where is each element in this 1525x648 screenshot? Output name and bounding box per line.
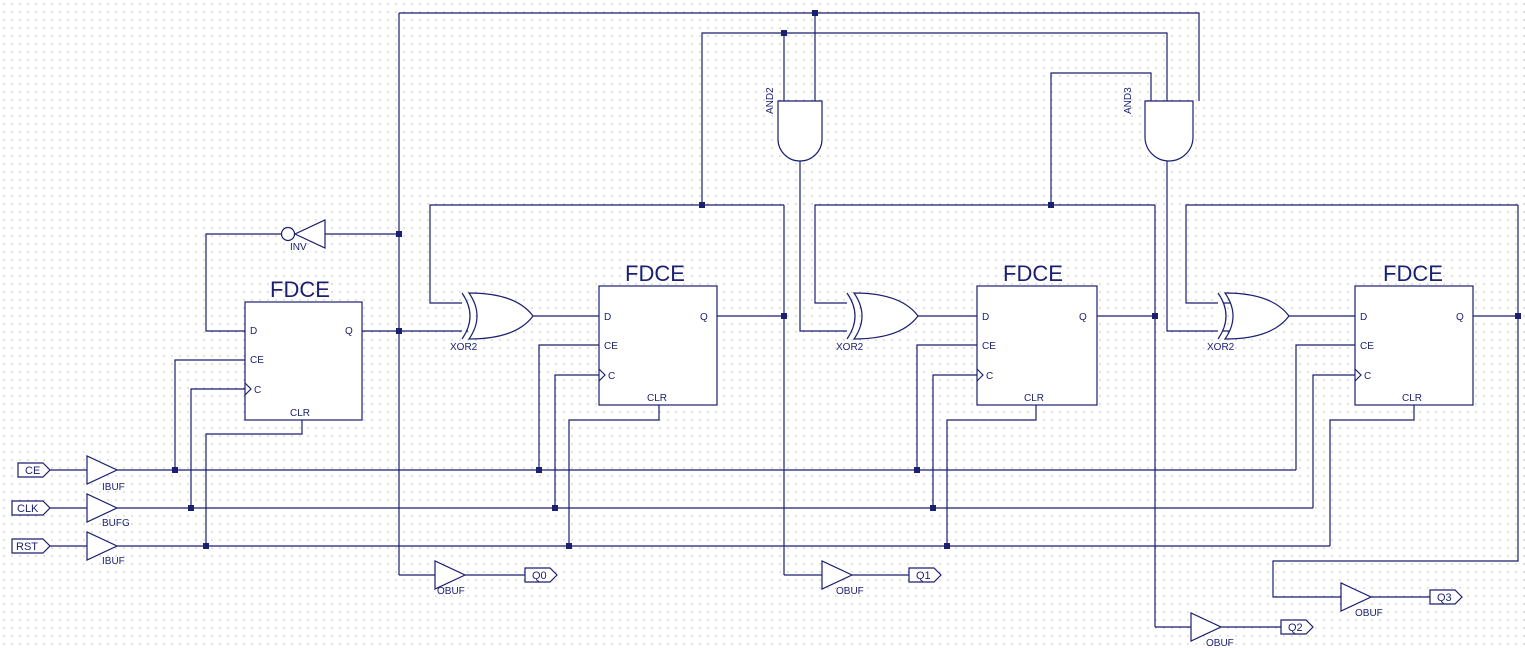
obuf-q2[interactable]: OBUF bbox=[1190, 612, 1234, 648]
fdce-flipflop-2[interactable]: FDCE D CE C Q CLR bbox=[976, 261, 1098, 406]
fdce-1-pin-d: D bbox=[604, 312, 611, 323]
bufg-clk-label: BUFG bbox=[102, 518, 130, 529]
obuf-q0[interactable]: OBUF bbox=[434, 560, 467, 597]
xor-gate-2-label: XOR2 bbox=[836, 342, 864, 353]
xor-gate-3[interactable]: XOR2 bbox=[1207, 292, 1290, 353]
fdce-1-pin-clr: CLR bbox=[647, 393, 667, 404]
and2-gate[interactable]: AND2 bbox=[765, 87, 823, 162]
wires bbox=[50, 12, 1519, 628]
fdce-0-title: FDCE bbox=[270, 277, 330, 302]
fdce-1-pin-c: C bbox=[608, 371, 615, 382]
ibuf-ce-label: IBUF bbox=[102, 482, 125, 493]
xor-gate-3-label: XOR2 bbox=[1207, 342, 1235, 353]
junction-dots bbox=[172, 10, 1521, 549]
output-port-q0-label: Q0 bbox=[532, 570, 547, 582]
input-port-ce[interactable]: CE bbox=[17, 462, 51, 478]
obuf-q1[interactable]: OBUF bbox=[821, 560, 864, 597]
fdce-flipflop-1[interactable]: FDCE D CE C Q CLR bbox=[598, 261, 718, 406]
obuf-q3[interactable]: OBUF bbox=[1340, 582, 1383, 619]
xor-gate-2[interactable]: XOR2 bbox=[836, 292, 919, 353]
fdce-flipflop-0[interactable]: FDCE D CE C Q CLR bbox=[244, 277, 363, 421]
fdce-3-pin-clr: CLR bbox=[1402, 393, 1422, 404]
fdce-1-pin-ce: CE bbox=[604, 341, 618, 352]
ibuf-rst[interactable]: IBUF bbox=[86, 531, 125, 567]
output-port-q2-label: Q2 bbox=[1288, 622, 1303, 634]
xor-gate-1-label: XOR2 bbox=[450, 342, 478, 353]
input-port-rst[interactable]: RST bbox=[11, 538, 51, 554]
and3-gate-label: AND3 bbox=[1123, 87, 1134, 114]
fdce-2-title: FDCE bbox=[1003, 261, 1063, 286]
output-port-q1-label: Q1 bbox=[916, 570, 931, 582]
fdce-2-pin-clr: CLR bbox=[1024, 393, 1044, 404]
output-port-q3[interactable]: Q3 bbox=[1429, 589, 1463, 605]
fdce-2-pin-c: C bbox=[986, 371, 993, 382]
fdce-0-pin-ce: CE bbox=[250, 355, 264, 366]
fdce-3-title: FDCE bbox=[1383, 261, 1443, 286]
and2-gate-label: AND2 bbox=[765, 87, 776, 114]
xor-gate-1[interactable]: XOR2 bbox=[450, 292, 534, 353]
fdce-3-pin-q: Q bbox=[1456, 312, 1464, 323]
fdce-1-title: FDCE bbox=[625, 261, 685, 286]
obuf-q2-label: OBUF bbox=[1206, 638, 1234, 648]
ibuf-rst-label: IBUF bbox=[102, 556, 125, 567]
fdce-3-pin-ce: CE bbox=[1360, 341, 1374, 352]
input-port-clk[interactable]: CLK bbox=[11, 500, 51, 516]
ibuf-ce[interactable]: IBUF bbox=[86, 455, 125, 493]
fdce-2-pin-ce: CE bbox=[982, 341, 996, 352]
obuf-q1-label: OBUF bbox=[836, 586, 864, 597]
fdce-0-pin-clr: CLR bbox=[290, 408, 310, 419]
input-port-clk-label: CLK bbox=[17, 503, 39, 515]
output-port-q2[interactable]: Q2 bbox=[1280, 619, 1314, 635]
output-port-q3-label: Q3 bbox=[1437, 592, 1452, 604]
obuf-q0-label: OBUF bbox=[437, 586, 465, 597]
output-port-q0[interactable]: Q0 bbox=[524, 567, 558, 583]
and3-gate[interactable]: AND3 bbox=[1123, 87, 1194, 162]
fdce-flipflop-3[interactable]: FDCE D CE C Q CLR bbox=[1354, 261, 1474, 406]
fdce-2-pin-q: Q bbox=[1079, 312, 1087, 323]
fdce-3-pin-c: C bbox=[1364, 371, 1371, 382]
obuf-q3-label: OBUF bbox=[1355, 608, 1383, 619]
fdce-1-pin-q: Q bbox=[700, 312, 708, 323]
fdce-0-pin-q: Q bbox=[345, 326, 353, 337]
inverter[interactable]: INV bbox=[280, 219, 326, 253]
bufg-clk[interactable]: BUFG bbox=[86, 493, 130, 529]
fdce-3-pin-d: D bbox=[1360, 312, 1367, 323]
inverter-label: INV bbox=[290, 242, 307, 253]
fdce-0-pin-c: C bbox=[254, 385, 261, 396]
output-port-q1[interactable]: Q1 bbox=[908, 567, 942, 583]
input-port-rst-label: RST bbox=[16, 541, 38, 553]
input-port-ce-label: CE bbox=[25, 465, 40, 477]
fdce-0-pin-d: D bbox=[250, 326, 257, 337]
fdce-2-pin-d: D bbox=[982, 312, 989, 323]
